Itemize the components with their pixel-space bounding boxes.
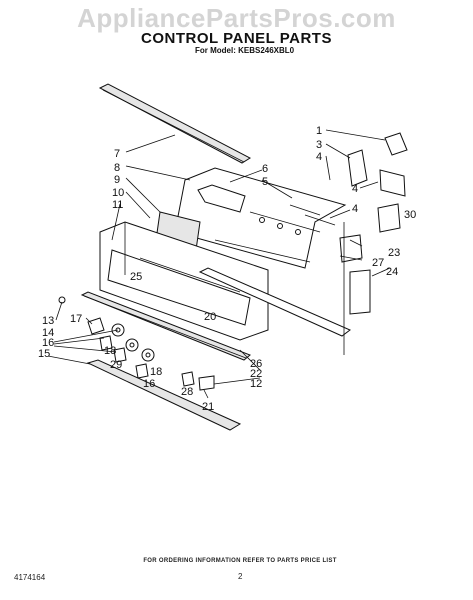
callout: 18 xyxy=(104,345,116,357)
callout: 24 xyxy=(386,266,398,278)
callout: 9 xyxy=(114,174,120,186)
callout: 5 xyxy=(262,176,268,188)
callout: 8 xyxy=(114,162,120,174)
control-panel-plate xyxy=(155,167,347,269)
callout: 4 xyxy=(352,203,358,215)
document-number: 4174164 xyxy=(14,573,46,582)
callout: 13 xyxy=(42,315,54,327)
hinge-strip xyxy=(80,291,251,361)
callout: 25 xyxy=(130,271,142,283)
callout: 6 xyxy=(262,163,268,175)
callout: 4 xyxy=(316,151,322,163)
page-number: 2 xyxy=(238,572,243,581)
callout: 16 xyxy=(143,378,155,390)
callout: 7 xyxy=(114,148,120,160)
page-title: CONTROL PANEL PARTS xyxy=(141,30,332,47)
mounting-rail xyxy=(198,267,351,337)
callout: 18 xyxy=(150,366,162,378)
callout: 3 xyxy=(316,139,322,151)
callout: 1 xyxy=(316,125,322,137)
callout: 26 xyxy=(250,358,262,370)
callouts: 1 3 4 7 8 6 5 9 10 11 4 4 30 23 27 24 25… xyxy=(38,125,416,413)
callout: 27 xyxy=(372,257,384,269)
callout: 17 xyxy=(70,313,82,325)
callout: 21 xyxy=(202,401,214,413)
callout: 15 xyxy=(38,348,50,360)
leader-lines xyxy=(47,129,391,399)
callout: 12 xyxy=(250,378,262,390)
callout: 23 xyxy=(388,247,400,259)
callout: 20 xyxy=(204,311,216,323)
model-subtitle: For Model: KEBS246XBL0 xyxy=(195,46,295,55)
callout: 16 xyxy=(42,337,54,349)
bottom-trim-strip xyxy=(86,359,242,431)
top-trim-strip xyxy=(98,83,252,164)
callout: 22 xyxy=(250,368,262,380)
switch-parts xyxy=(289,132,408,315)
callout: 30 xyxy=(404,209,416,221)
callout: 10 xyxy=(112,187,124,199)
callout: 29 xyxy=(110,359,122,371)
ordering-note: FOR ORDERING INFORMATION REFER TO PARTS … xyxy=(143,558,337,564)
watermark: AppliancePartsPros.com xyxy=(77,3,396,33)
console-housing xyxy=(99,221,269,341)
callout: 11 xyxy=(112,199,123,211)
callout: 14 xyxy=(42,327,54,339)
callout: 4 xyxy=(352,183,358,195)
callout: 28 xyxy=(181,386,193,398)
